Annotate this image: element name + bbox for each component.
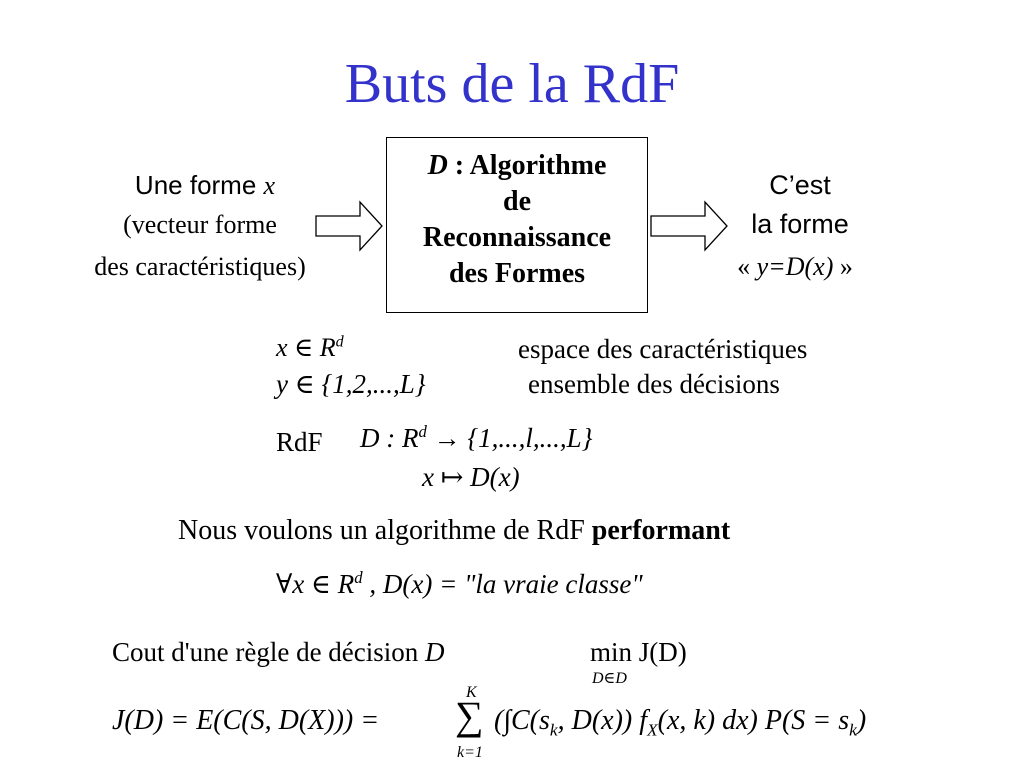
output-line-1: C’est [769, 170, 831, 200]
forall-sup: d [354, 568, 363, 587]
def-x-desc: espace des caractéristiques [518, 334, 808, 364]
cost-var: D [425, 637, 445, 667]
box-line-2: de [503, 186, 531, 217]
formula-sub-3: k [849, 720, 857, 740]
cost-min-sub: D∈D [592, 670, 627, 687]
def-x-lhs: x ∈ Rd [276, 333, 344, 363]
cost-label: Cout d'une règle de décision [112, 637, 426, 667]
forall-lhs: ∀x ∈ R [276, 569, 355, 599]
goal-bold: performant [591, 515, 731, 546]
slide-title: Buts de la RdF [344, 53, 680, 115]
output-line-3: « y=D(x) » [700, 252, 890, 282]
formula-sum-bottom: k=1 [457, 744, 483, 761]
formula-sub-2: X [647, 720, 658, 740]
box-line-1-rest: : Algorithme [447, 150, 607, 181]
output-quote-close: » [833, 252, 853, 281]
output-arrow [650, 200, 728, 252]
formula-sum-symbol: ∑ [455, 693, 484, 738]
formula-sub-1: k [549, 720, 558, 740]
def-x-lhs-text: x ∈ R [276, 333, 336, 362]
output-expr: y=D(x) [756, 252, 834, 281]
goal-text: Nous voulons un algorithme de RdF [178, 515, 592, 546]
formula-rhs: (∫C(sk, D(x)) fX(x, k) dx) P(S = sk) [494, 705, 866, 741]
mapping-line-1: D : Rd → {1,...,l,...,L} [360, 422, 592, 454]
mapping-line-1-text: D : R [360, 423, 419, 453]
input-arrow [315, 200, 383, 252]
mapping-label: RdF [276, 427, 323, 457]
formula-rhs-3: (x, k) dx) P(S = s [657, 705, 850, 736]
forall-statement: ∀x ∈ Rd , D(x) = "la vraie classe" [276, 568, 643, 600]
formula-rhs-1: (∫C(s [494, 705, 550, 736]
forall-rhs: , D(x) = "la vraie classe" [362, 569, 643, 599]
input-line-1: Une forme x [60, 170, 350, 201]
def-y-desc: ensemble des décisions [528, 369, 780, 399]
mapping-line-1-rest: → {1,...,l,...,L} [426, 423, 593, 453]
goal-sentence: Nous voulons un algorithme de RdF perfor… [178, 515, 730, 547]
cost-text: Cout d'une règle de décision D [112, 637, 445, 668]
formula-lhs: J(D) = E(C(S, D(X))) = [112, 705, 380, 736]
input-var-x: x [263, 171, 276, 200]
mapping-line-2: x ↦ D(x) [422, 462, 520, 492]
def-y-lhs: y ∈ {1,2,...,L} [276, 369, 426, 399]
box-line-3: Reconnaissance [422, 222, 612, 253]
box-line-1: D : Algorithme [386, 148, 648, 184]
algorithm-box-text: D : Algorithme de Reconnaissance des For… [386, 148, 648, 292]
def-x-sup: d [335, 333, 344, 351]
formula-rhs-2: , D(x)) f [557, 705, 648, 736]
output-quote-open: « [737, 252, 757, 281]
box-line-4: des Formes [448, 258, 586, 289]
input-line-2: (vecteur forme [123, 210, 277, 239]
cost-min: min J(D) [590, 637, 687, 667]
input-line-1-prefix: Une forme [134, 170, 264, 200]
formula-sum-top: K [466, 684, 477, 701]
algorithm-box [386, 137, 648, 313]
mapping-sup: d [418, 422, 427, 441]
input-line-3: des caractéristiques) [94, 252, 306, 281]
output-line-2: la forme [751, 209, 849, 239]
formula-rhs-4: ) [856, 705, 867, 736]
box-var-d: D [427, 150, 448, 181]
